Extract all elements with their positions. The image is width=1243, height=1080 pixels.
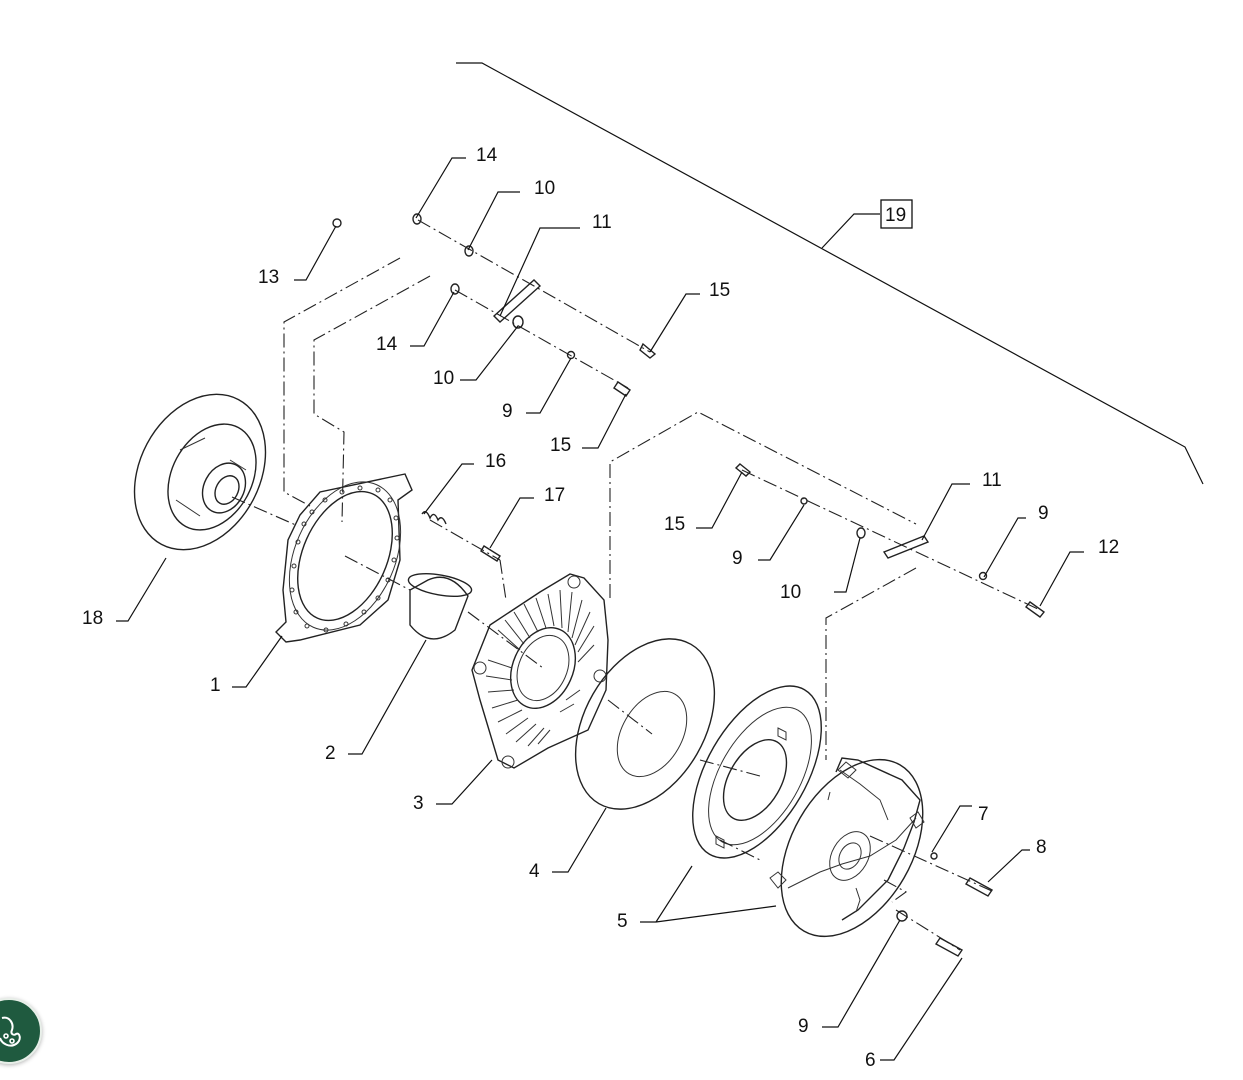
callout-9-right-a: 9 [732,548,743,569]
callout-11-upper: 11 [592,212,612,233]
part-5-friction-plates [692,685,822,859]
callout-16: 16 [485,451,506,472]
part-2-bushing [407,572,473,640]
hardware [332,213,1046,957]
callout-14-upper: 14 [476,145,498,166]
callout-15-lower: 15 [550,435,571,456]
callout-5: 5 [617,911,628,932]
part-4-friction-disc [574,638,716,810]
callout-12: 12 [1098,537,1119,558]
callout-15-right: 15 [664,514,685,535]
callout-10-upper-b: 10 [433,368,454,389]
callout-17: 17 [544,485,565,506]
callout-10-right: 10 [780,582,801,603]
callout-9-upper: 9 [502,401,513,422]
callout-14-lower: 14 [376,334,398,355]
part-18-disc [133,393,267,551]
callout-3: 3 [413,793,424,814]
assembly-axes [231,219,1041,951]
callout-labels: 18 1 2 3 4 5 6 7 8 9 9 9 9 10 10 10 11 1… [82,145,1119,1071]
callout-2: 2 [325,743,336,764]
callout-9-bottom: 9 [798,1016,809,1037]
callout-8: 8 [1036,837,1047,858]
callout-11-right: 11 [982,470,1002,491]
part-3-caliper [471,573,609,769]
callout-18: 18 [82,608,103,629]
assembly-bracket-line [456,62,1204,485]
part-1-mounting-plate [275,473,413,643]
callout-19-box [880,199,913,229]
callout-6: 6 [865,1050,876,1071]
callout-9-right-b: 9 [1038,503,1049,524]
palette-icon [0,1016,21,1047]
callout-leaders [116,157,1084,1061]
callout-4: 4 [529,861,540,882]
callout-19: 19 [885,205,906,226]
caliper-housing [769,757,925,938]
callout-1: 1 [210,675,221,696]
callout-10-upper-a: 10 [534,178,555,199]
callout-7: 7 [978,804,989,825]
callout-15-upper: 15 [709,280,730,301]
callout-13: 13 [258,267,279,288]
